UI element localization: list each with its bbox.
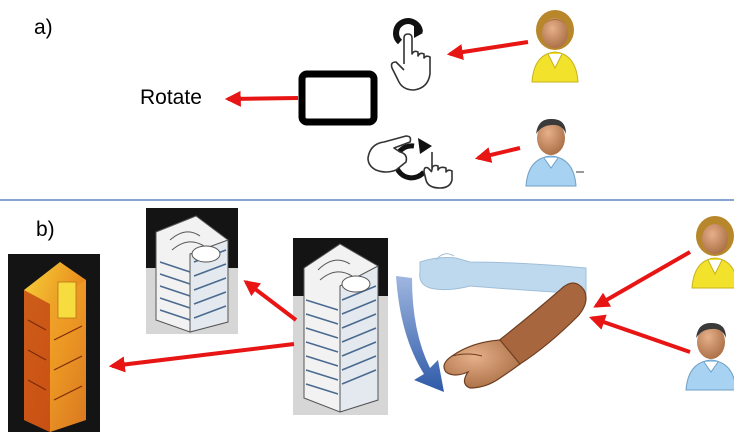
building-model-rotated-icon — [146, 208, 238, 334]
rotate-two-finger-gesture-icon — [367, 135, 453, 189]
arrow-male-to-arm — [588, 314, 691, 354]
panel-a-label: a) — [34, 16, 53, 39]
male-user-icon — [685, 322, 734, 391]
panel-a — [224, 10, 584, 189]
female-user-icon — [691, 216, 734, 289]
female-user-icon — [531, 10, 579, 83]
arrow-male-to-gesture-a — [474, 146, 521, 163]
arrow-female-to-gesture-a — [446, 40, 529, 60]
male-user-icon — [525, 118, 584, 187]
rotate-label: Rotate — [140, 86, 202, 109]
arrow-building-to-rotated — [243, 280, 298, 322]
building-heatmap-icon — [8, 254, 100, 432]
arrow-female-to-arm — [593, 250, 691, 308]
ghost-arm-icon — [419, 253, 587, 295]
arrow-building-to-heatmap — [108, 342, 295, 373]
rotate-one-finger-gesture-icon — [390, 18, 431, 91]
building-model-icon — [293, 238, 388, 415]
panel-b — [8, 208, 734, 432]
arm-gesture-icon — [443, 282, 587, 389]
motion-arrow-icon — [396, 276, 444, 392]
panel-b-label: b) — [36, 218, 55, 241]
arrow-tablet-to-rotate — [224, 90, 299, 107]
tablet-icon — [298, 70, 378, 126]
